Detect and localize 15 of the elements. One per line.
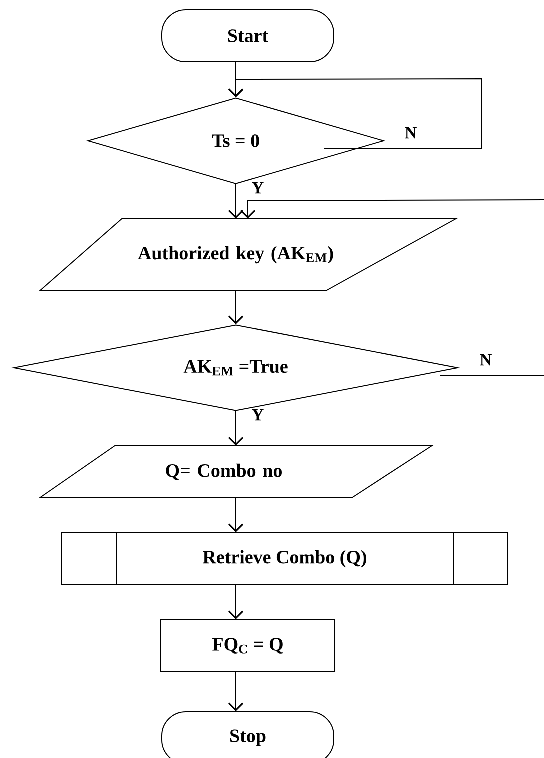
arrow [228,585,244,620]
arrow [228,498,244,532]
arrow [240,200,544,376]
edge-label: N [478,353,494,367]
arrow [228,411,244,446]
edge-label: N [404,126,418,140]
terminal-box: Stop [162,712,334,758]
process-box: FQ$_{C}$ = Q [160,620,336,672]
arrow [228,78,482,150]
arrow [228,184,244,219]
edge-label: Y [250,408,266,422]
terminal-box: Start [162,10,334,62]
predefined-process-box: Retrieve Combo (Q) [62,532,508,586]
arrow [228,290,244,324]
arrow [228,672,244,712]
